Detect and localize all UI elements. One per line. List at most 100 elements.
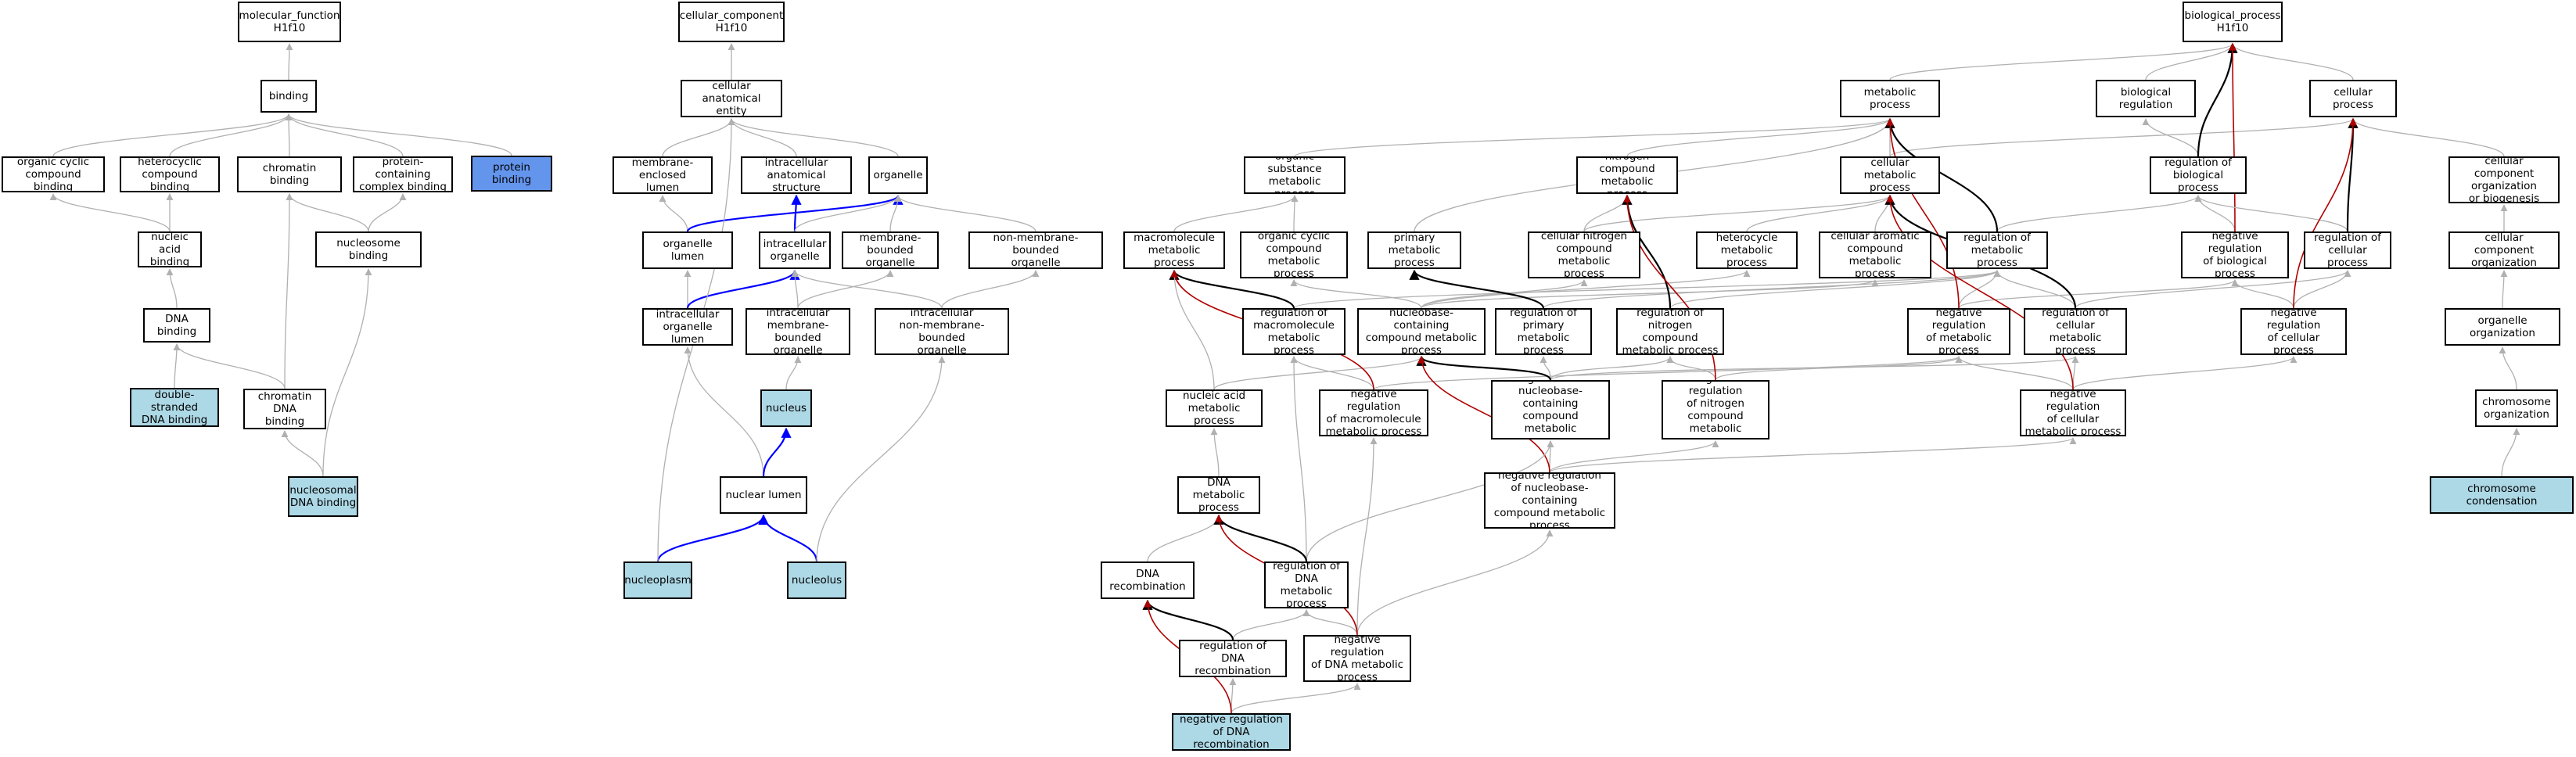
node-ds-dna-binding[interactable]: double-stranded DNA binding (130, 388, 219, 427)
edge-nucleic-acid-met-to-nucleobase-met (1213, 356, 1425, 390)
node-nucleic-acid-met[interactable]: nucleic acid metabolic process (1166, 389, 1263, 427)
node-neg-reg-macro-met[interactable]: negative regulation of macromolecule met… (1319, 389, 1428, 436)
node-organelle[interactable]: organelle (868, 156, 928, 194)
node-neg-reg-cell-proc[interactable]: negative regulation of cellular process (2240, 308, 2347, 355)
node-nitrogen-met[interactable]: nitrogen compound metabolic process (1576, 156, 1678, 194)
node-binding[interactable]: binding (260, 80, 317, 113)
node-reg-met[interactable]: regulation of metabolic process (1946, 231, 2048, 269)
edge-intra-anat-to-cell-anat (728, 118, 797, 157)
edge-nucleosome-binding-to-protein-complex-binding (368, 193, 407, 232)
edge-neg-reg-dna-met-to-neg-reg-nucleobase-met (1356, 529, 1554, 636)
edge-non-membrane-bounded-to-organelle (894, 195, 1037, 232)
node-reg-nitrogen-met[interactable]: regulation of nitrogen compound metaboli… (1616, 308, 1724, 355)
edge-dna-binding-to-nucleic-acid-binding (166, 268, 178, 309)
node-cc-org-bio[interactable]: cellular component organization or bioge… (2448, 156, 2560, 203)
node-primary-met[interactable]: primary metabolic process (1367, 231, 1461, 269)
node-bp-root[interactable]: biological_process H1f10 (2183, 2, 2283, 42)
node-nuclear-lumen[interactable]: nuclear lumen (720, 476, 807, 514)
node-reg-dna-recomb[interactable]: regulation of DNA recombination (1179, 640, 1287, 677)
node-neg-reg-dna-recomb[interactable]: negative regulation of DNA recombination (1172, 713, 1291, 751)
node-chromosome-condensation[interactable]: chromosome condensation (2430, 476, 2574, 514)
node-dna-binding[interactable]: DNA binding (143, 308, 210, 343)
node-nucleosome-binding[interactable]: nucleosome binding (315, 231, 422, 267)
edge-nucleolus-to-nuclear-lumen (758, 514, 818, 562)
node-chromatin-binding[interactable]: chromatin binding (237, 156, 342, 192)
node-nucleus[interactable]: nucleus (760, 389, 812, 427)
node-neg-reg-nucleobase-met[interactable]: negative regulation of nucleobase-contai… (1484, 472, 1615, 529)
node-membrane-lumen[interactable]: membrane-enclosed lumen (613, 156, 713, 194)
node-reg-nucleobase-met[interactable]: regulation of nucleobase-containing comp… (1491, 380, 1610, 439)
edge-intra-membrane-bounded-to-membrane-bounded (797, 270, 894, 309)
node-nucleic-acid-binding[interactable]: nucleic acid binding (138, 231, 202, 267)
node-heterocycle-met[interactable]: heterocycle metabolic process (1696, 231, 1798, 269)
edge-intra-organelle-to-intra-anat (791, 194, 802, 232)
node-nucleoplasm[interactable]: nucleoplasm (623, 561, 692, 599)
node-reg-macro-met[interactable]: regulation of macromolecule metabolic pr… (1242, 308, 1345, 355)
node-dna-recombination[interactable]: DNA recombination (1101, 561, 1195, 599)
edge-neg-reg-cell-proc-to-reg-cell-proc (2293, 270, 2351, 309)
node-neg-reg-nitrogen-met[interactable]: negative regulation of nitrogen compound… (1662, 380, 1769, 439)
node-neg-reg-dna-met[interactable]: negative regulation of DNA metabolic pro… (1303, 635, 1411, 682)
node-cell-met[interactable]: cellular metabolic process (1840, 156, 1940, 194)
edge-organelle-lumen-to-organelle (686, 194, 904, 232)
node-reg-dna-met[interactable]: regulation of DNA metabolic process (1264, 561, 1349, 608)
node-chromatin-dna-binding[interactable]: chromatin DNA binding (243, 389, 326, 429)
edge-neg-reg-macro-met-to-neg-reg-met (1373, 356, 1963, 390)
edge-nitrogen-met-to-metabolic (1626, 118, 1894, 157)
edge-nucleus-to-intra-membrane-bounded (785, 356, 802, 390)
node-protein-complex-binding[interactable]: protein-containing complex binding (353, 156, 453, 192)
node-reg-primary-met[interactable]: regulation of primary metabolic process (1495, 308, 1592, 355)
node-intra-anat[interactable]: intracellular anatomical structure (741, 156, 852, 194)
edge-chromosome-condensation-to-chromosome-org (2501, 428, 2520, 477)
node-dna-met[interactable]: DNA metabolic process (1177, 476, 1260, 514)
node-intra-organelle-lumen[interactable]: intracellular organelle lumen (642, 308, 733, 346)
node-mf-root[interactable]: molecular_function H1f10 (238, 2, 341, 42)
node-cellular-process[interactable]: cellular process (2309, 80, 2397, 117)
node-intra-organelle[interactable]: intracellular organelle (759, 231, 831, 269)
node-org-cyc-met[interactable]: organic cyclic compound metabolic proces… (1240, 231, 1348, 278)
node-membrane-bounded[interactable]: membrane-bounded organelle (842, 231, 939, 269)
node-neg-reg-cell-met[interactable]: negative regulation of cellular metaboli… (2020, 389, 2126, 436)
node-intra-non-membrane[interactable]: intracellular non-membrane-bounded organ… (875, 308, 1009, 355)
edge-reg-nucleobase-met-to-reg-cell-met (1550, 356, 2079, 381)
edge-neg-reg-dna-met-to-neg-reg-macro-met (1356, 437, 1378, 636)
edge-neg-reg-nitrogen-met-to-neg-reg-met (1715, 356, 1963, 381)
node-cc-org[interactable]: cellular component organization (2448, 231, 2560, 269)
edge-neg-reg-nucleobase-met-to-nucleobase-met (1417, 356, 1550, 473)
node-organelle-lumen[interactable]: organelle lumen (642, 231, 733, 269)
node-org-sub-met[interactable]: organic substance metabolic process (1244, 156, 1345, 194)
node-protein-binding[interactable]: protein binding (471, 156, 552, 192)
node-neg-reg-bio[interactable]: negative regulation of biological proces… (2181, 231, 2289, 278)
node-chromosome-org[interactable]: chromosome organization (2475, 389, 2558, 427)
node-heterocyclic-binding[interactable]: heterocyclic compound binding (120, 156, 220, 192)
edge-reg-primary-met-to-primary-met (1409, 269, 1545, 309)
node-org-cyclic-binding[interactable]: organic cyclic compound binding (2, 156, 105, 192)
node-cc-root[interactable]: cellular_component H1f10 (678, 2, 785, 42)
node-reg-bio[interactable]: regulation of biological process (2150, 156, 2247, 194)
edge-reg-nucleobase-met-to-nucleobase-met (1416, 355, 1552, 381)
node-non-membrane-bounded[interactable]: non-membrane-bounded organelle (968, 231, 1103, 269)
node-neg-reg-met[interactable]: negative regulation of metabolic process (1907, 308, 2010, 355)
node-macro-met[interactable]: macromolecule metabolic process (1123, 231, 1225, 269)
edge-nucleolus-to-intra-non-membrane (816, 356, 946, 562)
node-cell-aromatic-met[interactable]: cellular aromatic compound metabolic pro… (1819, 231, 1931, 278)
node-cell-nitrogen-met[interactable]: cellular nitrogen compound metabolic pro… (1528, 231, 1640, 278)
node-bio-reg[interactable]: biological regulation (2096, 80, 2196, 117)
edge-protein-complex-binding-to-binding (285, 113, 404, 157)
edge-organelle-to-cell-anat (728, 118, 899, 157)
node-cell-anat[interactable]: cellular anatomical entity (681, 80, 782, 117)
edge-org-sub-met-to-metabolic (1294, 118, 1894, 157)
edge-cell-nitrogen-met-to-cell-met (1583, 195, 1894, 232)
edge-nucleic-acid-binding-to-org-cyclic-binding (49, 193, 171, 232)
node-nucleobase-met[interactable]: nucleobase-containing compound metabolic… (1357, 308, 1486, 355)
node-metabolic[interactable]: metabolic process (1840, 80, 1940, 117)
node-organelle-org[interactable]: organelle organization (2445, 308, 2560, 346)
node-intra-membrane-bounded[interactable]: intracellular membrane-bounded organelle (745, 308, 850, 355)
node-reg-cell-proc[interactable]: regulation of cellular process (2304, 231, 2391, 269)
node-nucleolus[interactable]: nucleolus (787, 561, 846, 599)
edge-protein-binding-to-binding (285, 113, 512, 156)
node-reg-cell-met[interactable]: regulation of cellular metabolic process (2024, 308, 2127, 355)
node-nucleosomal-dna-binding[interactable]: nucleosomal DNA binding (288, 476, 358, 517)
edge-reg-dna-met-to-reg-nucleobase-met (1306, 440, 1554, 562)
